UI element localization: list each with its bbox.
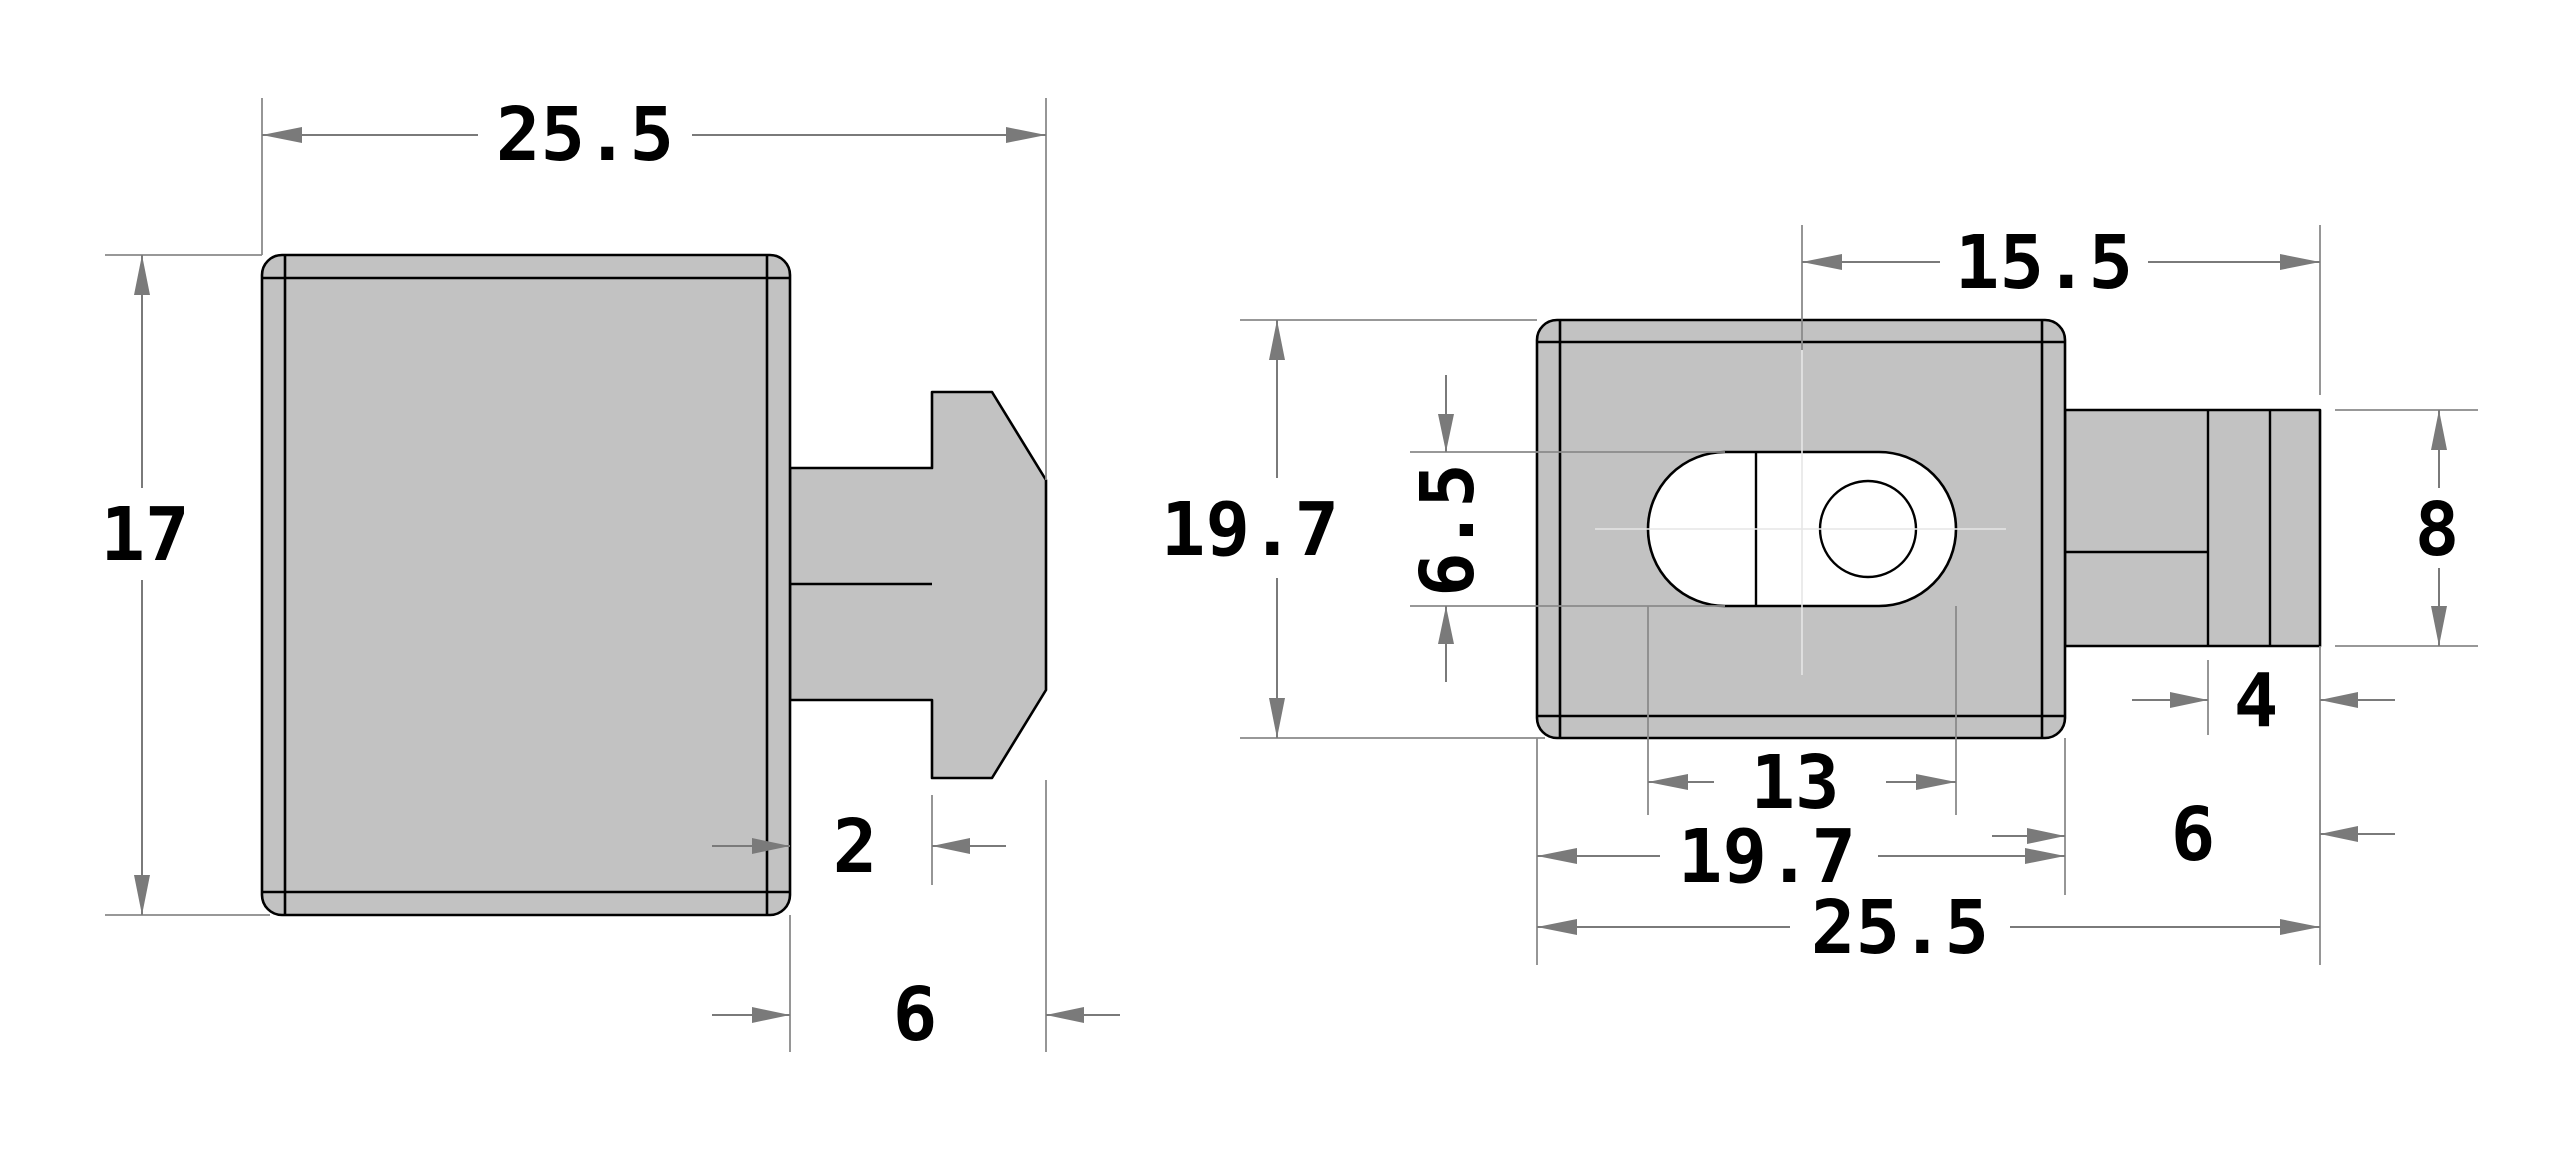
dim-arrow: [2320, 692, 2358, 708]
top-overall-width-label: 25.5: [1811, 885, 1989, 971]
side-overall-width-label: 25.5: [496, 92, 674, 178]
side-body: [260, 253, 792, 917]
dim-arrow: [1269, 320, 1285, 360]
top-hole-offset-label: 15.5: [1955, 220, 2133, 306]
top-body-width-label: 19.7: [1678, 814, 1856, 900]
top-height-label: 19.7: [1161, 487, 1339, 573]
dim-arrow: [932, 838, 970, 854]
dim-arrow: [1916, 774, 1956, 790]
dim-arrow: [1006, 127, 1046, 143]
dim-arrow: [1648, 774, 1688, 790]
dim-arrow: [2025, 848, 2065, 864]
side-height-label: 17: [100, 492, 189, 578]
dim-arrow: [2320, 826, 2358, 842]
top-peg: [2063, 408, 2322, 648]
top-slot-height-label: 6.5: [1405, 463, 1491, 597]
dim-arrow: [2431, 410, 2447, 450]
top-peg-length-label: 6: [2171, 792, 2216, 878]
dim-arrow: [1537, 919, 1577, 935]
top-slot-length-label: 13: [1750, 740, 1839, 826]
top-view: 15.5 19.7 6.5 13 19.7: [1161, 220, 2478, 971]
dim-arrow: [262, 127, 302, 143]
dim-arrow: [2431, 606, 2447, 646]
dim-arrow: [2280, 254, 2320, 270]
dim-arrow: [134, 255, 150, 295]
dim-arrow: [1269, 698, 1285, 738]
dim-arrow: [2280, 919, 2320, 935]
dim-arrow: [2170, 692, 2208, 708]
side-step-label: 2: [833, 804, 878, 890]
top-peg-height-label: 8: [2415, 487, 2460, 573]
dim-arrow: [1438, 606, 1454, 644]
dim-arrow: [1802, 254, 1842, 270]
side-peg-length-label: 6: [893, 972, 938, 1058]
dim-arrow: [134, 875, 150, 915]
dim-arrow: [1046, 1007, 1084, 1023]
top-peg-tip-label: 4: [2234, 658, 2279, 744]
dim-arrow: [1537, 848, 1577, 864]
dim-arrow: [1438, 414, 1454, 452]
dim-arrow: [752, 838, 790, 854]
dim-arrow: [752, 1007, 790, 1023]
dim-arrow: [2027, 828, 2065, 844]
side-view: 25.5 17 2 6: [100, 92, 1120, 1058]
